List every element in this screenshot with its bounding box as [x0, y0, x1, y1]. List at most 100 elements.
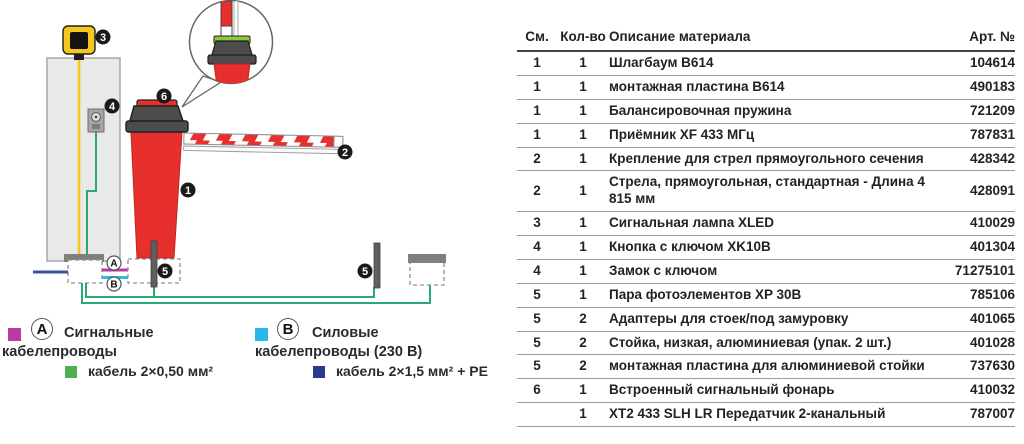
- signal-cable-runs: [81, 283, 431, 304]
- badge-6: 6: [156, 88, 172, 104]
- legend-b-circle: B: [277, 318, 299, 340]
- svg-text:3: 3: [100, 32, 106, 44]
- table-row: 6 1 Встроенный сигнальный фонарь 410032: [517, 378, 1015, 404]
- conduit-a-badge: A: [106, 255, 122, 271]
- cell-qty: 1: [557, 259, 609, 284]
- cell-art: 428091: [935, 170, 1015, 213]
- cell-qty: 1: [557, 75, 609, 100]
- cell-see: 1: [517, 75, 557, 100]
- legend-b-letter: B: [282, 320, 294, 338]
- junction-box-wall: [67, 259, 103, 284]
- cell-art: 737630: [935, 354, 1015, 380]
- header-art: Арт. №: [935, 26, 1015, 52]
- cell-art: 401028: [935, 331, 1015, 356]
- parts-table-header: См. Кол-во Описание материала Арт. №: [517, 26, 1015, 52]
- cell-qty: 2: [557, 354, 609, 380]
- legend-b-cable: кабель 2×1,5 мм² + PE: [336, 363, 488, 379]
- svg-text:5: 5: [362, 266, 368, 278]
- photocell-post-far: [373, 242, 381, 289]
- table-row: 1 1 монтажная пластина B614 490183: [517, 75, 1015, 100]
- key-button-cable: [86, 131, 97, 254]
- cell-qty: 1: [557, 170, 609, 213]
- cell-desc: монтажная пластина B614: [609, 75, 935, 100]
- cell-see: 5: [517, 307, 557, 332]
- key-button: [87, 108, 105, 133]
- cell-qty: 2: [557, 331, 609, 356]
- header-desc: Описание материала: [609, 26, 935, 52]
- svg-text:6: 6: [161, 91, 167, 103]
- svg-text:A: A: [110, 259, 117, 270]
- table-row: 5 2 монтажная пластина для алюминиевой с…: [517, 354, 1015, 380]
- cell-art: 428342: [935, 147, 1015, 172]
- cell-desc: Замок с ключом: [609, 259, 935, 284]
- table-row: 1 1 Шлагбаум B614 104614: [517, 51, 1015, 76]
- table-row: 1 XT2 433 SLH LR Передатчик 2-канальный …: [517, 402, 1015, 427]
- cell-see: 1: [517, 99, 557, 124]
- header-see: См.: [517, 26, 557, 52]
- svg-text:2: 2: [342, 147, 348, 159]
- legend-a-cable: кабель 2×0,50 мм²: [88, 363, 214, 379]
- badge-2: 2: [337, 144, 353, 160]
- badge-5-near: 5: [157, 263, 173, 279]
- cell-desc: Приёмник XF 433 МГц: [609, 123, 935, 148]
- legend-b-title: Силовые кабелепроводы (230 В): [255, 325, 423, 360]
- cell-desc: Шлагбаум B614: [609, 51, 935, 76]
- signal-lamp: [62, 25, 96, 60]
- cell-desc: Крепление для стрел прямоугольного сечен…: [609, 147, 935, 172]
- cell-see: 1: [517, 51, 557, 76]
- cell-art: 410032: [935, 378, 1015, 404]
- legend-a-title: Сигнальные кабелепроводы: [2, 325, 154, 360]
- signal-conduit-swatch: [8, 328, 21, 341]
- parts-table: См. Кол-во Описание материала Арт. № 1 1…: [517, 26, 1015, 427]
- cell-see: 5: [517, 354, 557, 380]
- parts-table-wrap: См. Кол-во Описание материала Арт. № 1 1…: [517, 26, 1015, 427]
- badge-5-far: 5: [357, 263, 373, 279]
- cell-art: 490183: [935, 75, 1015, 100]
- cell-art: 71275101: [935, 259, 1015, 284]
- cell-qty: 1: [557, 51, 609, 76]
- barrier-cabinet: [125, 99, 189, 259]
- table-row: 2 1 Крепление для стрел прямоугольного с…: [517, 147, 1015, 172]
- cell-qty: 1: [557, 147, 609, 172]
- svg-text:1: 1: [185, 185, 191, 197]
- cell-desc: Адаптеры для стоек/под замуровку: [609, 307, 935, 332]
- table-row: 4 1 Замок с ключом 71275101: [517, 259, 1015, 284]
- table-row: 1 1 Приёмник XF 433 МГц 787831: [517, 123, 1015, 148]
- svg-text:5: 5: [162, 266, 168, 278]
- cell-art: 721209: [935, 99, 1015, 124]
- cell-desc: Сигнальная лампа XLED: [609, 211, 935, 236]
- parts-table-body: 1 1 Шлагбаум B614 104614 1 1 монтажная п…: [517, 51, 1015, 427]
- signal-cable-swatch: [65, 366, 77, 378]
- badge-4: 4: [104, 98, 120, 114]
- cell-desc: Кнопка с ключом XK10B: [609, 235, 935, 260]
- installation-diagram: 1 2 3 4 5 5 6 A B: [33, 0, 446, 304]
- badge-1: 1: [180, 182, 196, 198]
- cell-art: 104614: [935, 51, 1015, 76]
- cell-desc: Пара фотоэлементов XP 30B: [609, 283, 935, 308]
- table-row: 5 2 Стойка, низкая, алюминиевая (упак. 2…: [517, 331, 1015, 356]
- cell-art: 401065: [935, 307, 1015, 332]
- cell-art: 410029: [935, 211, 1015, 236]
- table-row: 5 1 Пара фотоэлементов XP 30B 785106: [517, 283, 1015, 308]
- cell-see: 1: [517, 123, 557, 148]
- cell-see: 5: [517, 331, 557, 356]
- cell-qty: 1: [557, 402, 609, 427]
- cell-qty: 1: [557, 235, 609, 260]
- cell-desc: Стойка, низкая, алюминиевая (упак. 2 шт.…: [609, 331, 935, 356]
- header-qty: Кол-во: [557, 26, 609, 52]
- cell-see: 6: [517, 378, 557, 404]
- cell-see: 3: [517, 211, 557, 236]
- foundation-plate: [64, 254, 104, 262]
- cell-qty: 1: [557, 211, 609, 236]
- conduit-b-badge: B: [106, 276, 122, 292]
- cell-qty: 1: [557, 283, 609, 308]
- cell-desc: монтажная пластина для алюминиевой стойк…: [609, 354, 935, 380]
- cell-art: 787007: [935, 402, 1015, 427]
- cell-desc: XT2 433 SLH LR Передатчик 2-канальный: [609, 402, 935, 427]
- table-row: 4 1 Кнопка с ключом XK10B 401304: [517, 235, 1015, 260]
- legend-a-circle: A: [31, 318, 53, 340]
- cell-see: 2: [517, 147, 557, 172]
- cell-desc: Стрела, прямоугольная, стандартная - Дли…: [609, 170, 935, 213]
- cell-see: 5: [517, 283, 557, 308]
- table-row: 1 1 Балансировочная пружина 721209: [517, 99, 1015, 124]
